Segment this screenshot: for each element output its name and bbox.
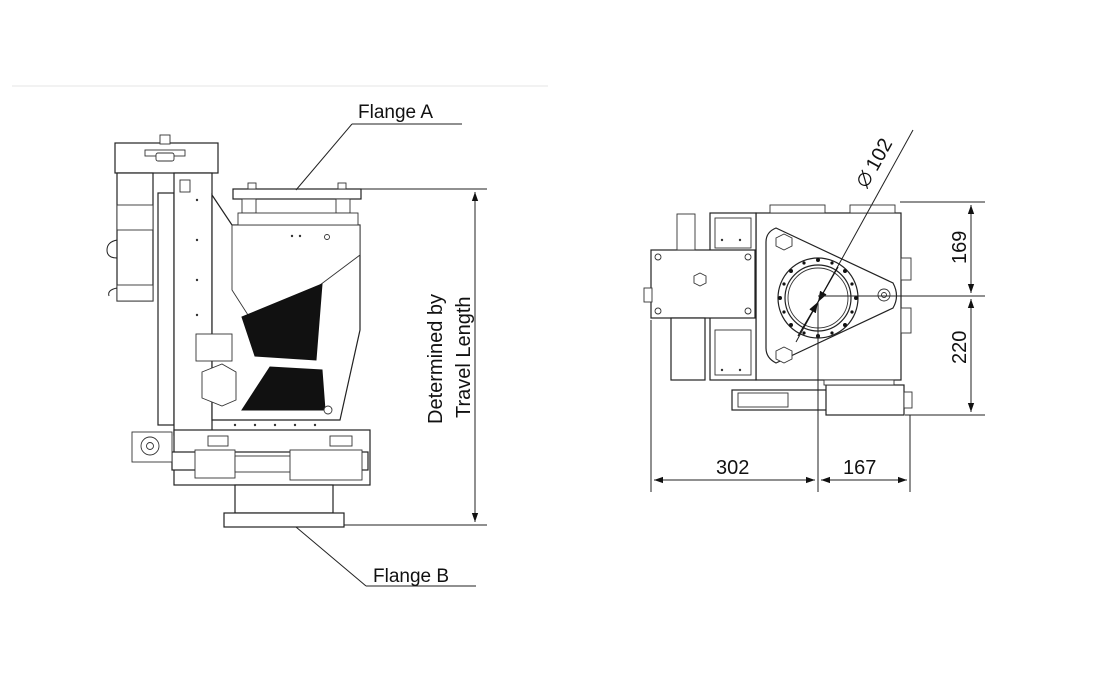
- travel-length-label-line1: Determined by: [425, 294, 447, 424]
- travel-length-label-line2: Travel Length: [453, 296, 475, 418]
- width-right-value: 167: [843, 457, 876, 479]
- diameter-icon: [858, 169, 872, 190]
- width-left-value: 302: [716, 457, 749, 479]
- flange-b-label: Flange B: [373, 566, 449, 587]
- side-view: [106, 134, 371, 528]
- flange-a-label: Flange A: [358, 102, 433, 123]
- height-upper-value: 169: [949, 231, 971, 264]
- front-view: [643, 204, 913, 416]
- height-lower-value: 220: [949, 331, 971, 364]
